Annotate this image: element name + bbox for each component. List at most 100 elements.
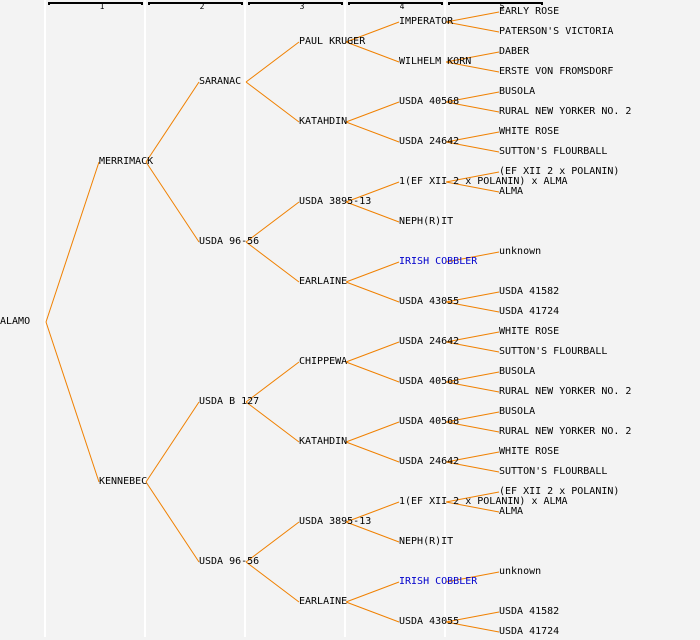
cultivar-node: DABER xyxy=(499,46,530,57)
generation-label-1: 1 xyxy=(99,2,105,11)
generation-label-3: 3 xyxy=(299,2,305,11)
generation-bracket-3 xyxy=(248,2,343,5)
pedigree-edge xyxy=(345,181,400,203)
pedigree-edge xyxy=(445,341,500,353)
pedigree-edge xyxy=(145,161,200,243)
cultivar-node: 1(EF XII 2 x POLANIN) x ALMA xyxy=(399,176,568,187)
cultivar-node: USDA 96-56 xyxy=(199,556,260,567)
pedigree-edge xyxy=(445,61,500,73)
pedigree-edge xyxy=(445,371,500,383)
pedigree-edge xyxy=(445,131,500,143)
cultivar-node: IMPERATOR xyxy=(399,16,454,27)
pedigree-edge xyxy=(345,421,400,443)
cultivar-node: ERSTE VON FROMSDORF xyxy=(499,66,614,77)
cultivar-node: RURAL NEW YORKER NO. 2 xyxy=(499,426,632,437)
generation-label-5: 5 xyxy=(499,2,505,11)
column-separator xyxy=(444,0,446,637)
pedigree-edge xyxy=(445,301,500,313)
pedigree-edge xyxy=(345,521,400,543)
pedigree-edge xyxy=(345,261,400,283)
cultivar-node: USDA 24642 xyxy=(399,336,460,347)
cultivar-node: SARANAC xyxy=(199,76,242,87)
cultivar-node: SUTTON'S FLOURBALL xyxy=(499,466,608,477)
generation-bracket-2 xyxy=(148,2,243,5)
pedigree-edge xyxy=(245,241,300,283)
cultivar-node: EARLY ROSE xyxy=(499,6,560,17)
cultivar-link[interactable]: IRISH COBBLER xyxy=(399,256,478,267)
column-separator xyxy=(344,0,346,637)
pedigree-edge xyxy=(445,11,500,23)
pedigree-edge xyxy=(245,401,300,443)
column-separator xyxy=(244,0,246,637)
cultivar-node: PATERSON'S VICTORIA xyxy=(499,26,614,37)
pedigree-edge xyxy=(45,321,100,483)
pedigree-edge xyxy=(345,41,400,63)
cultivar-node: EARLAINE xyxy=(299,596,348,607)
cultivar-node: KATAHDIN xyxy=(299,436,348,447)
pedigree-edge xyxy=(245,201,300,243)
cultivar-node: USDA 40568 xyxy=(399,96,460,107)
pedigree-edge xyxy=(245,561,300,603)
pedigree-edge xyxy=(345,281,400,303)
pedigree-edge xyxy=(145,481,200,563)
cultivar-link[interactable]: IRISH COBBLER xyxy=(399,576,478,587)
cultivar-node: PAUL KRUGER xyxy=(299,36,366,47)
generation-bracket-4 xyxy=(348,2,443,5)
pedigree-edge xyxy=(445,91,500,103)
cultivar-node: unknown xyxy=(499,566,542,577)
cultivar-node: BUSOLA xyxy=(499,406,536,417)
pedigree-edge xyxy=(145,401,200,483)
generation-bracket-5 xyxy=(448,2,543,5)
cultivar-node: SUTTON'S FLOURBALL xyxy=(499,346,608,357)
pedigree-edge xyxy=(245,521,300,563)
pedigree-edge xyxy=(445,291,500,303)
pedigree-edge xyxy=(445,611,500,623)
cultivar-node: NEPH(R)IT xyxy=(399,536,454,547)
pedigree-edge xyxy=(145,81,200,163)
cultivar-node: WHITE ROSE xyxy=(499,326,560,337)
pedigree-edge xyxy=(345,501,400,523)
cultivar-node: RURAL NEW YORKER NO. 2 xyxy=(499,386,632,397)
cultivar-node: ALAMO xyxy=(0,316,31,327)
pedigree-edge xyxy=(345,121,400,143)
pedigree-edge xyxy=(345,581,400,603)
cultivar-node: KENNEBEC xyxy=(99,476,148,487)
generation-label-4: 4 xyxy=(399,2,405,11)
pedigree-edge xyxy=(245,81,300,123)
pedigree-edge xyxy=(245,361,300,403)
cultivar-node: (EF XII 2 x POLANIN) xyxy=(499,486,620,497)
cultivar-node: CHIPPEWA xyxy=(299,356,348,367)
cultivar-node: WILHELM KORN xyxy=(399,56,472,67)
cultivar-node: ALMA xyxy=(499,506,524,517)
pedigree-edge xyxy=(245,41,300,83)
column-separator xyxy=(144,0,146,637)
cultivar-node: USDA 41724 xyxy=(499,306,560,317)
pedigree-edge xyxy=(345,101,400,123)
pedigree-edge xyxy=(345,361,400,383)
cultivar-node: USDA 41724 xyxy=(499,626,560,637)
pedigree-edge xyxy=(445,571,500,583)
pedigree-edge xyxy=(345,441,400,463)
pedigree-edge xyxy=(445,251,500,263)
cultivar-node: USDA 41582 xyxy=(499,606,560,617)
cultivar-node: unknown xyxy=(499,246,542,257)
cultivar-node: USDA 24642 xyxy=(399,136,460,147)
cultivar-node: BUSOLA xyxy=(499,86,536,97)
cultivar-node: BUSOLA xyxy=(499,366,536,377)
cultivar-node: ALMA xyxy=(499,186,524,197)
cultivar-node: USDA 3895-13 xyxy=(299,196,372,207)
pedigree-edge xyxy=(445,171,500,183)
pedigree-edge xyxy=(345,21,400,43)
cultivar-node: USDA 40568 xyxy=(399,376,460,387)
pedigree-edge xyxy=(445,381,500,393)
pedigree-edge xyxy=(445,451,500,463)
pedigree-edge xyxy=(345,201,400,223)
pedigree-edge xyxy=(445,421,500,433)
pedigree-edge xyxy=(345,601,400,623)
pedigree-edge xyxy=(345,341,400,363)
cultivar-node: USDA 43055 xyxy=(399,296,460,307)
cultivar-node: NEPH(R)IT xyxy=(399,216,454,227)
cultivar-node: USDA 3895-13 xyxy=(299,516,372,527)
